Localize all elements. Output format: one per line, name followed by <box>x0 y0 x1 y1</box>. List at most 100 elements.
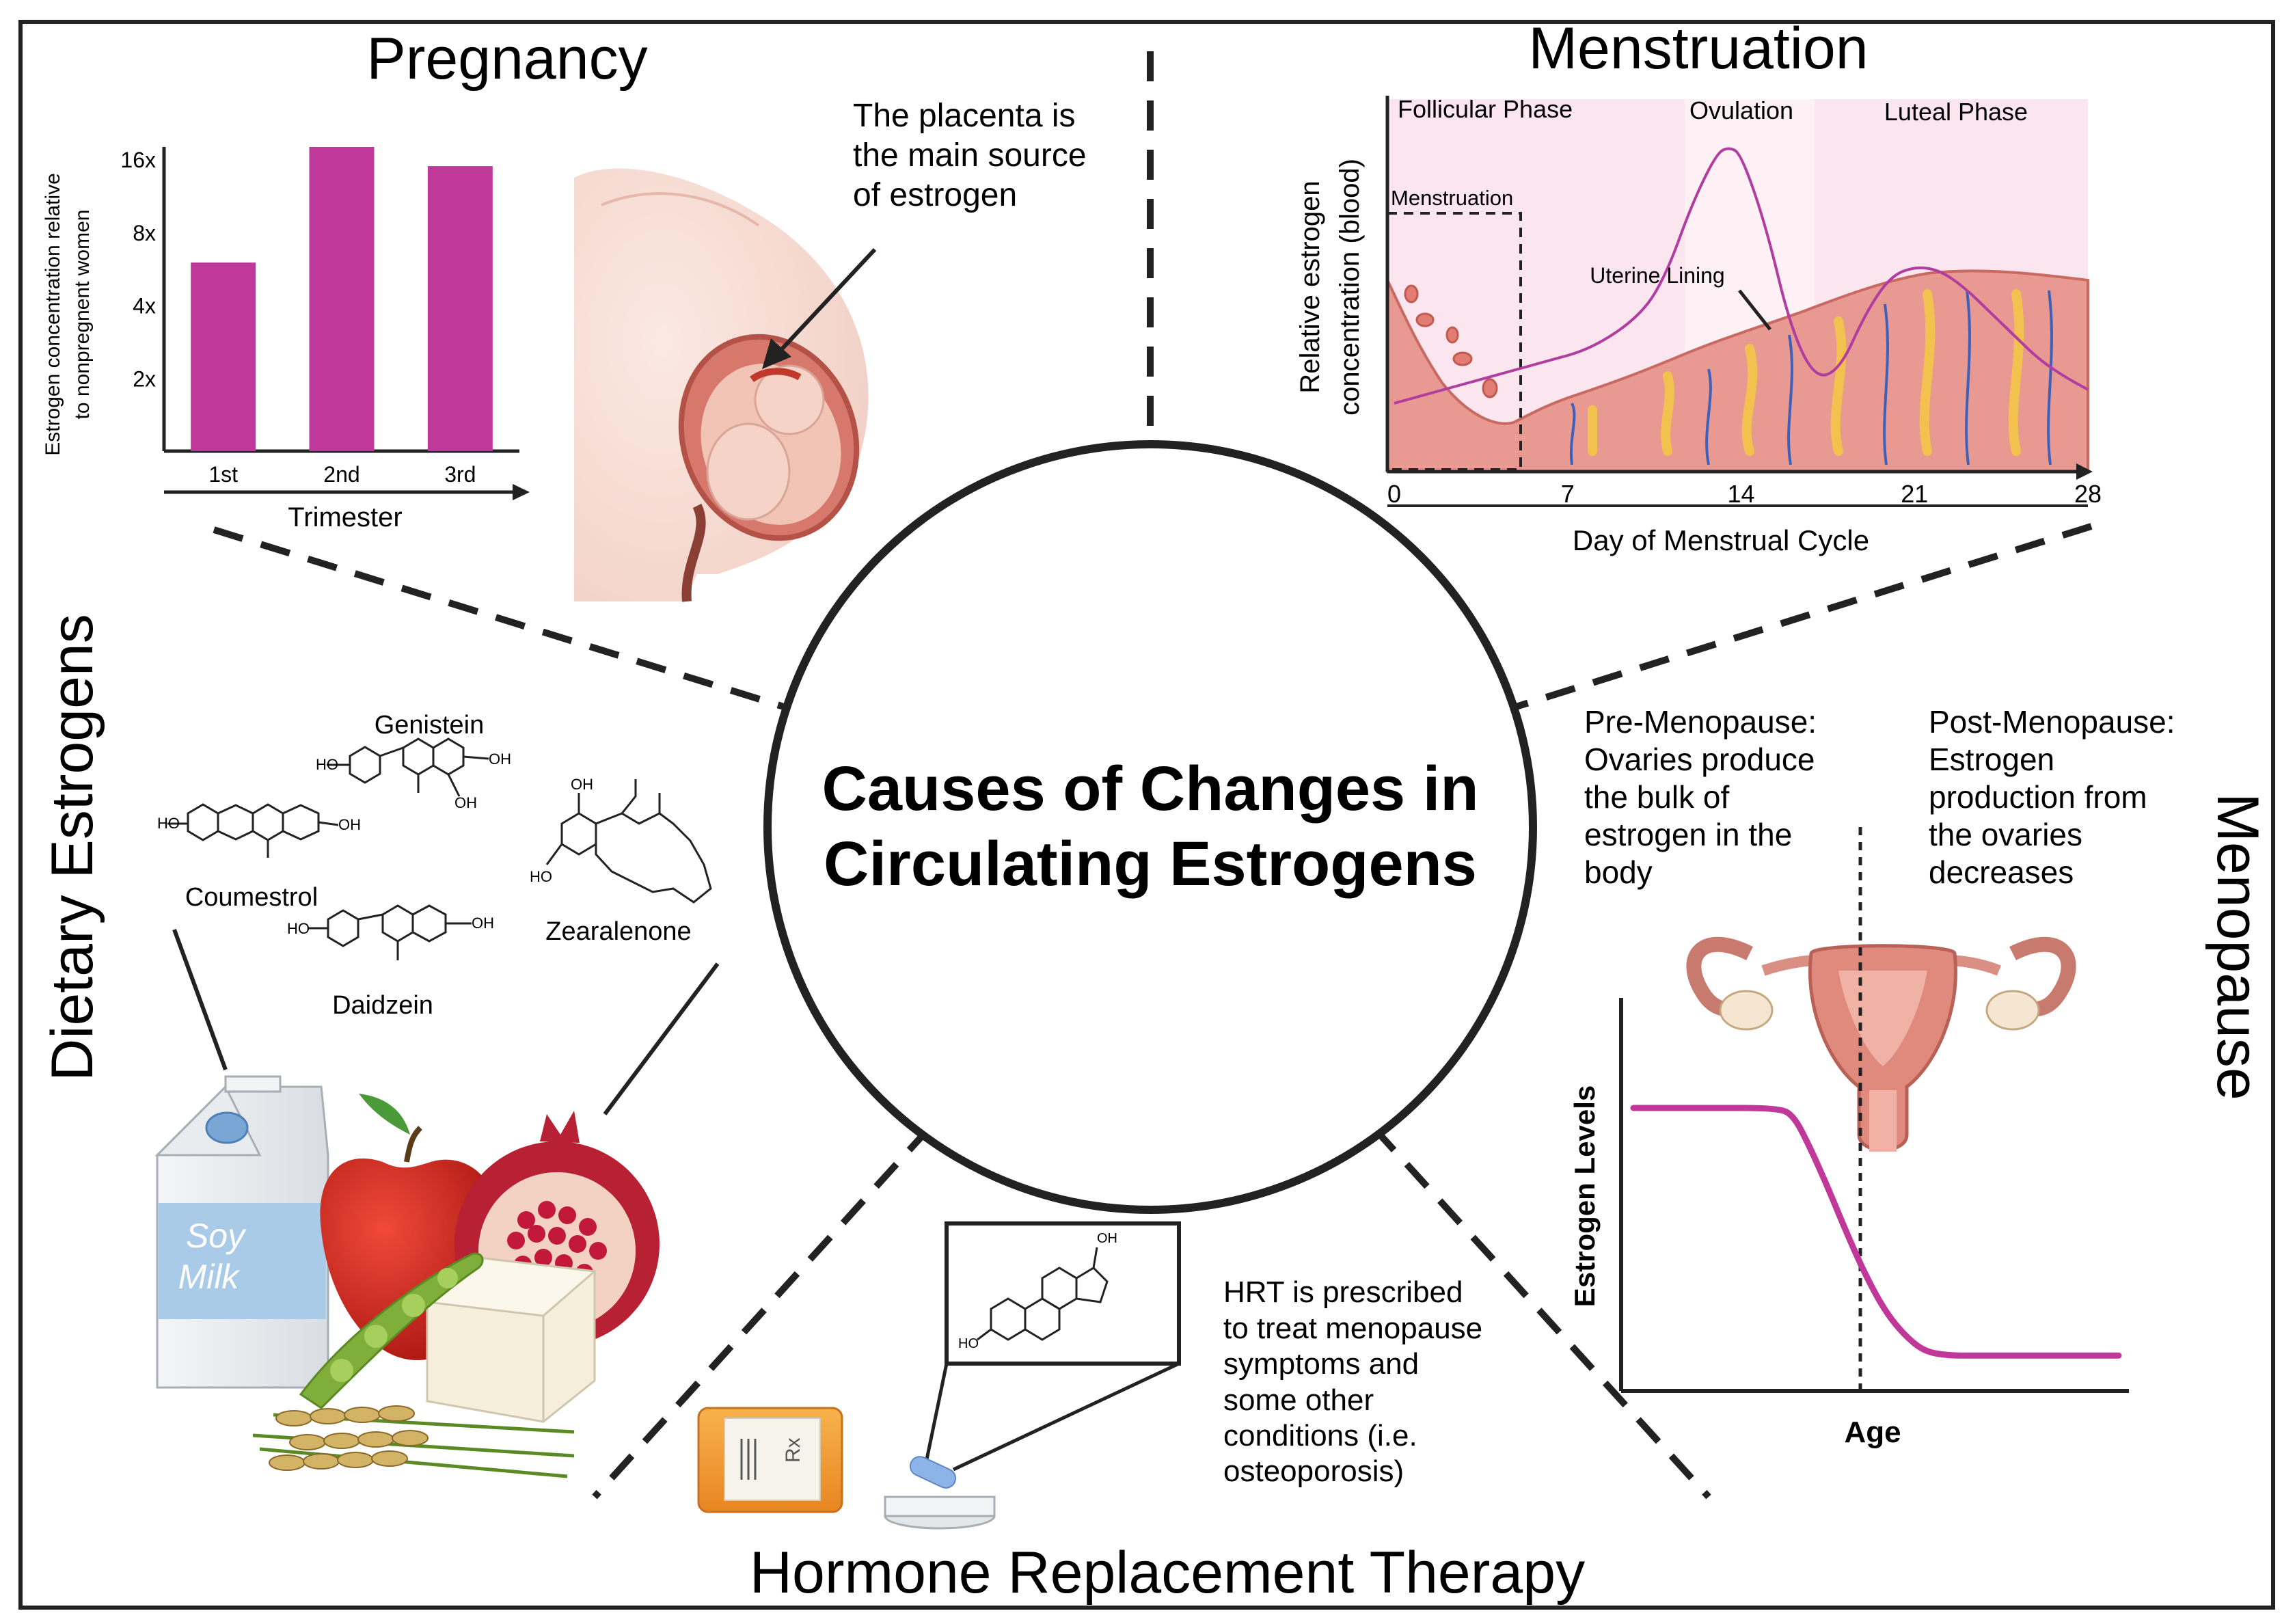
chemical-group-labels: HO OH OH HO OH HO OH OH HO <box>157 750 593 937</box>
pregnancy-xlabel: Trimester <box>288 502 402 532</box>
dietary-connector-left <box>172 928 228 1071</box>
estradiol-structure <box>977 1247 1109 1341</box>
menopause-ylabel: Estrogen Levels <box>1569 1085 1601 1307</box>
hrt-text-line1: HRT is prescribed <box>1223 1275 1463 1309</box>
menstruation-x-arrowhead <box>2076 463 2093 480</box>
dietary-title: Dietary Estrogens <box>40 614 105 1081</box>
menstruation-xlabel: Day of Menstrual Cycle <box>1573 524 1869 556</box>
placenta-note-line2: the main source <box>853 137 1087 174</box>
trimester-axis-arrowhead <box>513 484 530 500</box>
connector-lower-left <box>592 1125 932 1500</box>
hrt-text-line3: symptoms and <box>1223 1347 1419 1381</box>
coumestrol-oh-label: OH <box>338 816 361 833</box>
uterus-illustration <box>1686 936 2076 1152</box>
uterine-lining-label: Uterine Lining <box>1590 263 1724 288</box>
lining-vessels <box>1570 290 2053 465</box>
menstruation-xtick-label: 7 <box>1561 480 1575 508</box>
pre-menopause-line1: Ovaries produce <box>1584 742 1815 777</box>
center-title-line2: Circulating Estrogens <box>824 829 1477 899</box>
menopause-estrogen-curve <box>1630 1105 2122 1359</box>
pregnancy-ylabel-line1: Estrogen concentration relative <box>42 173 64 456</box>
connector-upper-right <box>1512 523 2093 711</box>
right-ovary <box>1985 990 2040 1031</box>
estradiol-ho-label: HO <box>958 1336 979 1351</box>
zearalenone-oh-label: OH <box>571 776 593 793</box>
menopause-title: Menopause <box>2205 793 2270 1100</box>
pre-menopause-line2: the bulk of <box>1584 779 1729 815</box>
estradiol-box: OH HO <box>945 1221 1181 1366</box>
pregnancy-xtick-label: 1st <box>208 462 238 487</box>
coumestrol-structure <box>167 803 339 858</box>
shedding-cells <box>1404 284 1498 398</box>
lining-glands <box>1588 289 2024 456</box>
phase-ovulation-label: Ovulation <box>1689 96 1793 124</box>
left-ovary <box>1719 990 1774 1031</box>
pregnancy-ylabel-line2: to nonpregnent women <box>71 210 94 420</box>
hrt-text-line2: to treat menopause <box>1223 1312 1482 1345</box>
daidzein-structure <box>308 904 472 960</box>
pill-bottle-label: Rx <box>782 1437 804 1463</box>
daidzein-ho-label: HO <box>287 920 310 937</box>
pill-bottle: Rx <box>697 1407 996 1530</box>
zearalenone-label: Zearalenone <box>545 917 691 946</box>
pre-menopause-line4: body <box>1584 854 1653 890</box>
pregnancy-xtick-label: 2nd <box>323 462 359 487</box>
menopause-chart: Estrogen Levels Age <box>1569 827 2129 1449</box>
pregnancy-bar-3rd <box>427 166 493 451</box>
coumestrol-label: Coumestrol <box>185 883 318 912</box>
wheat-grains <box>269 1405 429 1471</box>
menstruation-ylabel-line1: Relative estrogen <box>1295 180 1325 393</box>
menstruation-ylabel-line2: concentration (blood) <box>1335 159 1365 416</box>
genistein-oh-label: OH <box>489 750 511 768</box>
placenta-arrow-line <box>777 247 877 354</box>
genistein-oh2-label: OH <box>454 794 477 811</box>
connector-lower-right <box>1371 1125 1711 1500</box>
connector-lines <box>213 51 2093 1500</box>
pregnancy-ytick-label: 16x <box>120 148 156 172</box>
pre-menopause-title: Pre-Menopause: <box>1584 704 1817 740</box>
pregnancy-ytick-label: 8x <box>133 221 156 245</box>
outer-frame <box>18 20 2275 1610</box>
placenta-note-line1: The placenta is <box>853 98 1076 134</box>
estradiol-oh-label: OH <box>1097 1231 1117 1246</box>
estrogen-level-line <box>1394 147 2090 405</box>
phase-luteal-label: Luteal Phase <box>1884 98 2028 126</box>
pregnancy-title: Pregnancy <box>366 26 647 92</box>
post-menopause-title: Post-Menopause: <box>1929 704 2175 740</box>
post-menopause-line3: the ovaries <box>1929 817 2082 852</box>
hrt-text-line4: some other <box>1223 1383 1374 1417</box>
phase-follicular-label: Follicular Phase <box>1398 95 1573 123</box>
daidzein-oh-label: OH <box>472 915 494 932</box>
uterine-lining-pointer <box>1738 289 1771 331</box>
coumestrol-ho-label: HO <box>157 815 180 832</box>
hrt-title: Hormone Replacement Therapy <box>750 1540 1585 1606</box>
menopause-xlabel: Age <box>1844 1416 1901 1449</box>
placenta-arrowhead <box>762 338 791 369</box>
dietary-connector-right <box>603 962 720 1115</box>
menstruation-xtick-label: 28 <box>2074 480 2102 508</box>
post-menopause-line4: decreases <box>1929 854 2074 890</box>
dietary-food-illustration: Soy Milk <box>154 1075 660 1478</box>
pregnancy-ytick-label: 2x <box>133 366 156 391</box>
daidzein-label: Daidzein <box>332 991 433 1020</box>
center-circle <box>763 440 1537 1214</box>
zearalenone-structure <box>545 779 712 904</box>
placenta-note-line3: of estrogen <box>853 177 1017 213</box>
estradiol-pointer-left <box>924 1363 949 1463</box>
pregnancy-bar-1st <box>191 262 256 451</box>
post-menopause-line2: production from <box>1929 779 2147 815</box>
chemical-structures <box>167 737 712 960</box>
genistein-ho-label: HO <box>316 756 338 773</box>
menstruation-box-label: Menstruation <box>1391 186 1513 210</box>
pregnancy-illustration <box>574 168 869 602</box>
zearalenone-ho-label: HO <box>530 868 552 885</box>
hrt-text-line5: conditions (i.e. <box>1223 1419 1417 1452</box>
pregnancy-bar-2nd <box>309 147 375 451</box>
pregnancy-xtick-label: 3rd <box>444 462 476 487</box>
genistein-label: Genistein <box>375 711 485 740</box>
menstruation-xtick-label: 0 <box>1387 480 1401 508</box>
connector-upper-left <box>213 526 787 711</box>
center-title-line1: Causes of Changes in <box>821 754 1478 824</box>
